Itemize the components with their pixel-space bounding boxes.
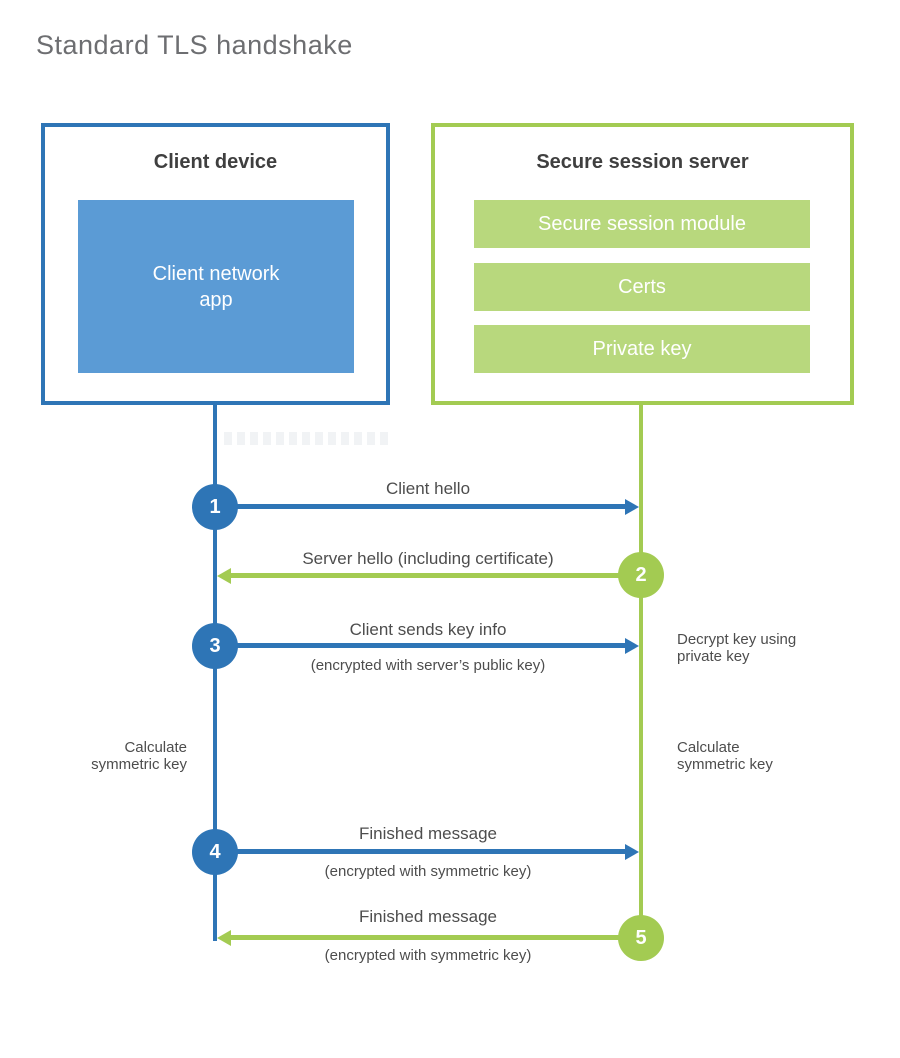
arrowhead-right-icon [625,499,639,515]
arrowhead-right-icon [625,638,639,654]
step-number: 5 [635,926,647,949]
arrow-line [215,643,625,648]
note-calculate-symmetric-key-client: Calculate symmetric key [91,739,187,773]
arrowhead-left-icon [217,568,231,584]
note-calculate-symmetric-key-server: Calculate symmetric key [677,739,773,773]
server-lifeline [639,405,643,938]
step-number: 3 [209,634,221,657]
arrow-line [231,573,641,578]
message-label: Server hello (including certificate) [302,549,554,568]
certs-bar: Certs [474,263,810,311]
step-number: 4 [209,840,221,863]
note-decrypt-key: Decrypt key using private key [677,631,797,665]
private-key-bar: Private key [474,325,810,373]
arrowhead-right-icon [625,844,639,860]
step-badge-5: 5 [618,915,664,961]
step-badge-2: 2 [618,552,664,598]
step-badge-1: 1 [192,484,238,530]
message-label: Finished message [359,824,497,843]
step-badge-4: 4 [192,829,238,875]
step-number: 2 [635,563,647,586]
page-title: Standard TLS handshake [36,30,353,60]
step-badge-3: 3 [192,623,238,669]
arrow-line [215,849,625,854]
message-label: Client sends key info [349,620,507,639]
message-sublabel: (encrypted with symmetric key) [324,947,532,964]
message-label: Client hello [385,479,471,498]
faded-artifact-dashes [224,432,388,445]
message-sublabel: (encrypted with symmetric key) [324,863,532,880]
client-lifeline [213,405,217,941]
message-label: Finished message [359,907,497,926]
arrow-line [231,935,641,940]
secure-session-module-bar: Secure session module [474,200,810,248]
arrow-line [215,504,625,509]
step-number: 1 [209,495,221,518]
message-sublabel: (encrypted with server’s public key) [310,657,546,674]
client-device-title: Client device [153,151,278,173]
secure-session-server-title: Secure session server [536,151,749,173]
client-network-app-module: Client network app [78,200,354,373]
arrowhead-left-icon [217,930,231,946]
